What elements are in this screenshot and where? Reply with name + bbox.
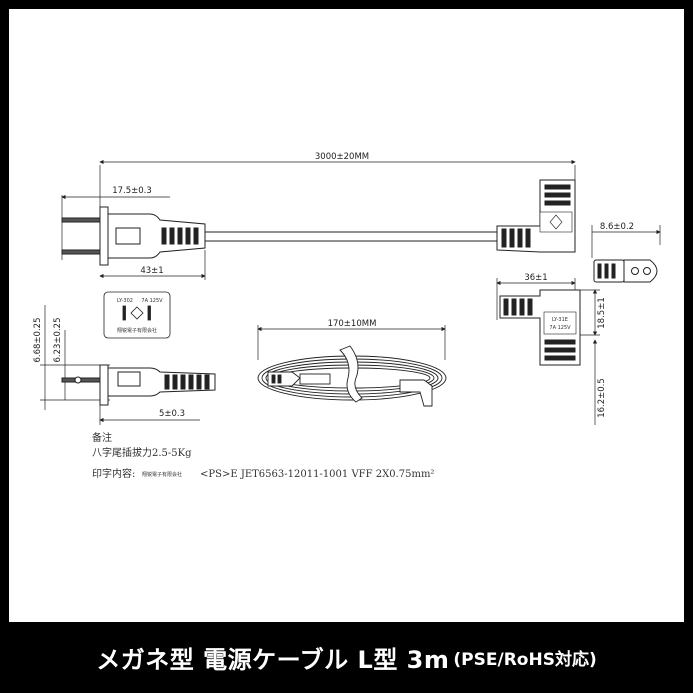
plug-face-view: LY-302 7A 125V 翔锐電子有限会社 <box>103 291 171 339</box>
connector-height-a-label: 18.5±1 <box>597 297 607 328</box>
prong-offset-a-label: 6.68±0.25 <box>33 318 43 363</box>
plug-detail-view <box>40 305 216 425</box>
total-length-label: 3000±20MM <box>315 152 369 162</box>
cable-line <box>205 231 497 242</box>
prong-offset-b-label: 6.23±0.25 <box>53 318 63 363</box>
notes-heading: 备注 <box>92 431 112 444</box>
connector-length-label: 36±1 <box>524 273 547 283</box>
plug-model-text: LY-302 <box>117 298 133 304</box>
notes-line1: 八字尾插拔力2.5-5Kg <box>92 446 192 459</box>
connector-side-view: 36±1 LY-31E 7A 125V <box>496 273 600 425</box>
plug-body-dimension: 43±1 <box>99 250 206 280</box>
banner-title: メガネ型 電源ケーブル L型 3m <box>96 646 450 674</box>
connector-front-view: 8.6±0.2 <box>591 222 661 283</box>
plug-rating-text: 7A 125V <box>141 298 163 304</box>
print-code-text: <PS>E JET6563-12011-1001 VFF 2X0.75mm² <box>200 469 434 480</box>
connector-rating-text: 7A 125V <box>549 325 571 331</box>
print-maker-text: 翔锐電子有限会社 <box>142 471 182 478</box>
total-length-dimension: 3000±20MM <box>99 152 576 220</box>
connector-width-label: 8.6±0.2 <box>600 222 634 232</box>
print-content-label: 印字内容: <box>92 467 135 480</box>
coil-dimension: 170±10MM <box>257 319 446 360</box>
connector-height-b-label: 16.2±0.5 <box>597 378 607 418</box>
prong-length-dimension: 17.5±0.3 <box>61 186 170 260</box>
plug-maker-text: 翔锐電子有限会社 <box>117 327 157 334</box>
coil-length-label: 170±10MM <box>328 319 377 329</box>
banner-subtitle: (PSE/RoHS対応) <box>453 650 597 670</box>
plug-body-label: 43±1 <box>140 266 163 276</box>
title-banner: メガネ型 電源ケーブル L型 3m (PSE/RoHS対応) <box>0 622 693 693</box>
coiled-cable <box>257 345 447 407</box>
prong-length-label: 17.5±0.3 <box>112 186 152 196</box>
plug-side-view <box>61 206 206 266</box>
technical-drawing: 3000±20MM 17.5±0.3 43±1 <box>33 152 661 480</box>
l-connector-main <box>496 179 576 253</box>
prong-tip-label: 5±0.3 <box>159 409 185 419</box>
connector-model-text: LY-31E <box>552 317 568 323</box>
